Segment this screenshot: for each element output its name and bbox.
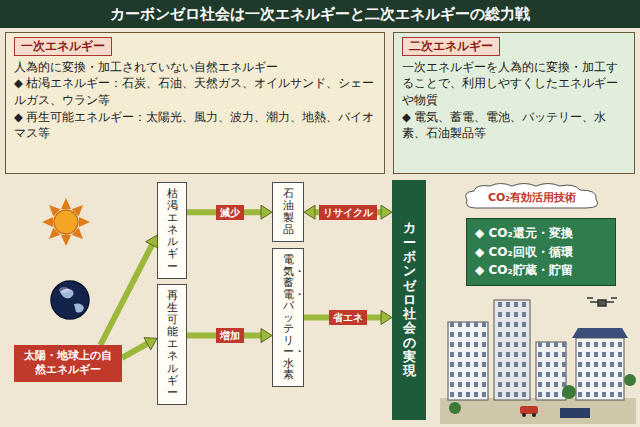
flow-arrow	[304, 205, 392, 219]
sun-icon	[42, 198, 90, 246]
cloud-callout: CO₂有効活用技術	[462, 182, 602, 212]
edge-label: 増加	[216, 328, 244, 343]
technology-box: ◆ CO₂還元・変換◆ CO₂回収・循環◆ CO₂貯蔵・貯留	[466, 218, 616, 286]
node-text: ◆ 枯渇エネルギー：石炭、石油、天然ガス、オイルサンド、シェールガス、ウラン等	[14, 75, 376, 108]
vertical-text: 石油製品	[283, 188, 294, 236]
source-box: 太陽・地球上の自然エネルギー	[14, 345, 122, 382]
panel-heading-row: 二次エネルギー	[402, 37, 626, 59]
arrow-head	[381, 311, 392, 325]
vertical-text: 再生可能エネルギー	[167, 290, 178, 399]
node-text: ◆ 電気、蓄電、電池、バッテリー、水素、石油製品等	[402, 109, 626, 142]
vertical-text: カーボンゼロ社会の実現	[403, 221, 416, 378]
panel-heading: 一次エネルギー	[14, 37, 112, 56]
flow-arrow	[187, 205, 272, 219]
vertical-text: 電気・蓄電・バッテリー・水素	[283, 254, 294, 381]
edge-label: リサイクル	[319, 205, 377, 220]
panel-heading-row: 一次エネルギー	[14, 37, 376, 59]
arrow-head	[304, 205, 315, 219]
node-text: ◆ 再生可能エネルギー：太陽光、風力、波力、潮力、地熱、バイオマス等	[14, 109, 376, 142]
flow-arrow	[187, 329, 272, 343]
node-text: 太陽・地球上の自然エネルギー	[20, 349, 116, 378]
goal-band: カーボンゼロ社会の実現	[392, 180, 426, 420]
arrow-head	[261, 329, 272, 343]
flow-arrow	[100, 235, 158, 345]
definition-panel: 一次エネルギー人為的に変換・加工されていない自然エネルギー◆ 枯渇エネルギー：石…	[5, 32, 385, 174]
edge-label: 減少	[216, 205, 244, 220]
arrow-shaft	[122, 343, 148, 358]
node-text: 人為的に変換・加工されていない自然エネルギー	[14, 59, 376, 76]
node-text: ◆ CO₂貯蔵・貯留	[475, 261, 607, 280]
flow-arrow	[304, 311, 392, 325]
energy-box: 枯渇エネルギー	[157, 182, 187, 279]
edge-label: 省エネ	[329, 310, 367, 325]
vertical-text: 枯渇エネルギー	[167, 188, 178, 273]
node-text: 一次エネルギーを人為的に変換・加工することで、利用しやすくしたエネルギーや物質	[402, 59, 626, 109]
product-box: 電気・蓄電・バッテリー・水素	[272, 248, 304, 387]
arrow-shaft	[100, 244, 152, 345]
flow-arrow	[122, 338, 157, 358]
definition-panel: 二次エネルギー一次エネルギーを人為的に変換・加工することで、利用しやすくしたエネ…	[393, 32, 635, 174]
product-box: 石油製品	[272, 182, 304, 242]
arrow-head	[381, 205, 392, 219]
arrow-head	[261, 205, 272, 219]
title-text: カーボンゼロ社会は一次エネルギーと二次エネルギーの総力戦	[0, 3, 640, 25]
city-illustration	[440, 298, 636, 424]
panel-heading: 二次エネルギー	[402, 37, 500, 56]
arrow-head	[144, 338, 157, 350]
energy-box: 再生可能エネルギー	[157, 284, 187, 405]
node-text: ◆ CO₂回収・循環	[475, 243, 607, 262]
node-text: CO₂有効活用技術	[462, 190, 602, 205]
title-band	[0, 0, 640, 28]
earth-icon	[51, 281, 89, 319]
node-text: ◆ CO₂還元・変換	[475, 224, 607, 243]
